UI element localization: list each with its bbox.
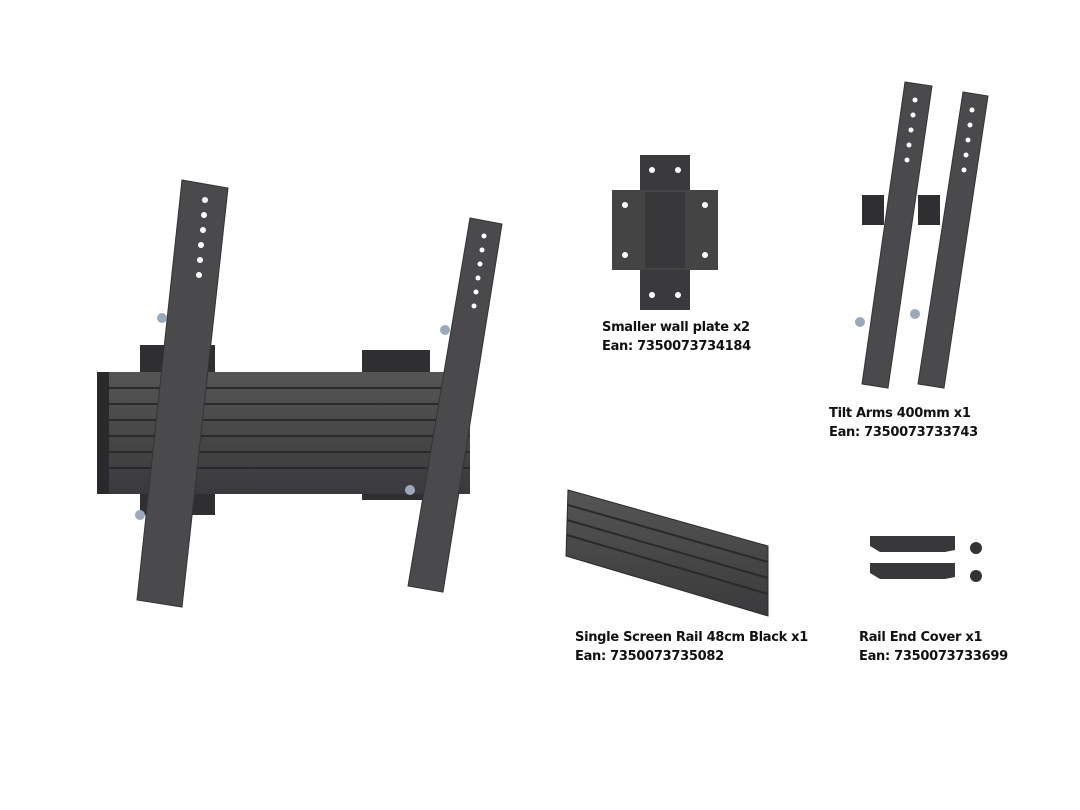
part-caption-end-cover: Rail End Cover x1 Ean: 7350073733699 <box>859 630 1008 664</box>
knob-icon <box>157 313 167 323</box>
part-name: Smaller wall plate x2 <box>602 320 750 335</box>
wall-plate-image <box>612 155 718 310</box>
part-name: Single Screen Rail 48cm Black x1 <box>575 630 809 645</box>
screw-icon <box>970 570 982 582</box>
screw-icon <box>970 542 982 554</box>
part-name: Tilt Arms 400mm x1 <box>829 406 971 421</box>
tilt-arm-left <box>136 179 229 608</box>
knob-icon <box>405 485 415 495</box>
assembled-mount-image <box>97 179 503 608</box>
ean-label: Ean: <box>829 425 860 440</box>
ean-label: Ean: <box>575 649 606 664</box>
ean-label: Ean: <box>859 649 890 664</box>
part-caption-wall-plate: Smaller wall plate x2 Ean: 7350073734184 <box>602 320 751 354</box>
ean-label: Ean: <box>602 339 633 354</box>
ean-code: 7350073733743 <box>864 425 978 440</box>
ean-code: 7350073733699 <box>894 649 1008 664</box>
knob-icon <box>135 510 145 520</box>
knob-icon <box>440 325 450 335</box>
single-rail-image <box>565 489 769 617</box>
part-name: Rail End Cover x1 <box>859 630 983 645</box>
part-caption-tilt-arms: Tilt Arms 400mm x1 Ean: 7350073733743 <box>829 406 978 440</box>
end-cover-image <box>870 536 982 582</box>
tilt-arms-image <box>855 81 989 389</box>
ean-code: 7350073735082 <box>610 649 724 664</box>
part-caption-rail: Single Screen Rail 48cm Black x1 Ean: 73… <box>575 630 808 664</box>
tilt-arm-right <box>407 217 503 593</box>
ean-code: 7350073734184 <box>637 339 751 354</box>
